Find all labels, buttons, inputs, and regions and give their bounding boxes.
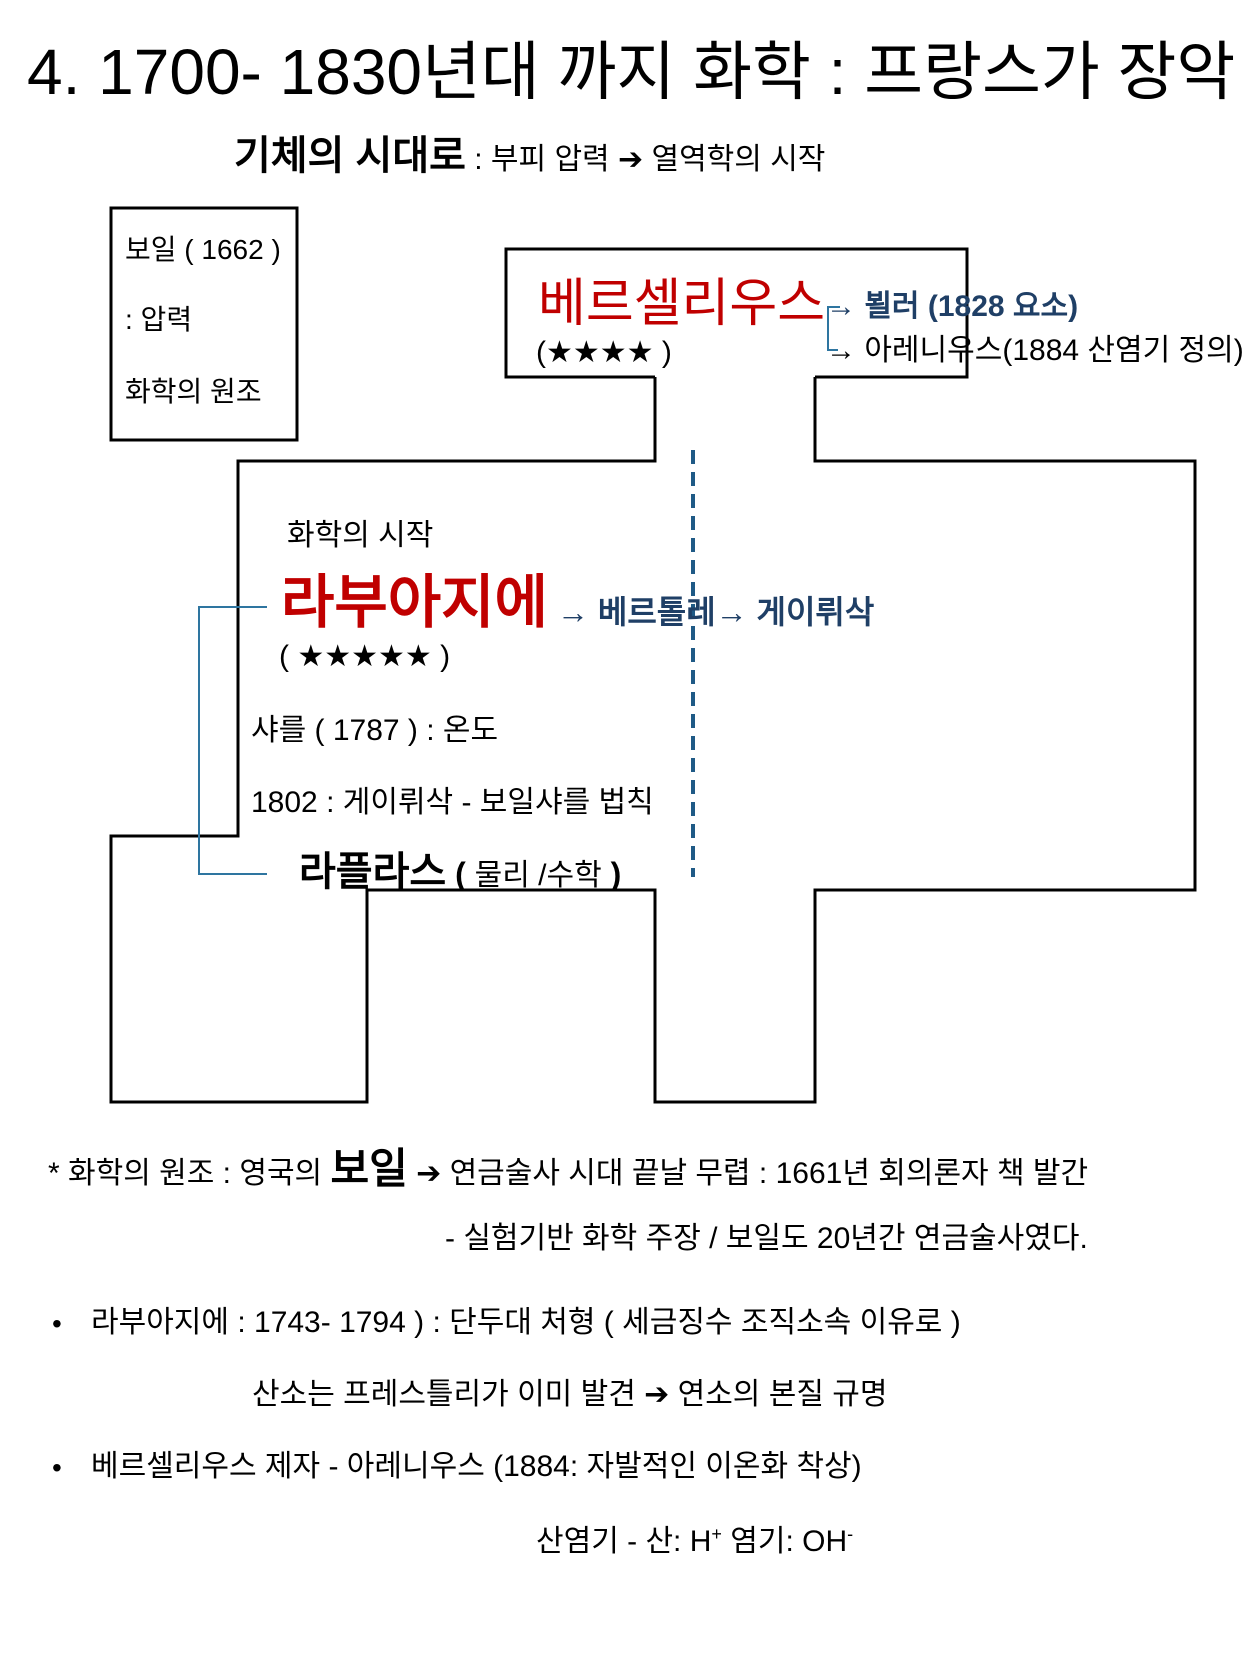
note-acid-base: 산염기 - 산: H+ 염기: OH- — [536, 1525, 853, 1557]
note-boyle-pre: * 화학의 원조 : 영국의 — [48, 1157, 331, 1190]
note-boyle-post: ➔ 연금술사 시대 끝날 무렵 : 1661년 회의론자 책 발간 — [407, 1157, 1089, 1190]
gaylussac-line: 1802 : 게이뤼삭 - 보일샤를 법칙 — [251, 786, 654, 819]
bullet: • — [52, 1452, 62, 1483]
laplace-note: 물리 /수학 — [474, 859, 602, 892]
note-boyle-line2: - 실험기반 화학 주장 / 보일도 20년간 연금술사였다. — [445, 1222, 1088, 1255]
subtitle-bold: 기체의 시대로 — [234, 134, 466, 178]
charles-line: 샤를 ( 1787 ) : 온도 — [251, 714, 499, 747]
page-title: 4. 1700- 1830년대 까지 화학 : 프랑스가 장악 — [27, 36, 1236, 108]
note-boyle: * 화학의 원조 : 영국의 보일 ➔ 연금술사 시대 끝날 무렵 : 1661… — [48, 1148, 1088, 1190]
boyle-line2: : 압력 — [125, 304, 193, 335]
subtitle: 기체의 시대로 : 부피 압력 ➔ 열역학의 시작 — [234, 136, 825, 176]
subtitle-rest: : 부피 압력 ➔ 열역학의 시작 — [465, 143, 826, 176]
lavoisier-arrow: → 베르톨레→ 게이뤼삭 — [557, 594, 875, 630]
boyle-box — [109, 206, 299, 442]
paren-close: ) — [601, 856, 622, 892]
acid-text: 산염기 - 산: H — [536, 1525, 712, 1558]
chemistry-start: 화학의 시작 — [287, 519, 434, 552]
boyle-line1: 보일 ( 1662 ) — [125, 234, 281, 265]
note-lavoisier: 라부아지에 : 1743- 1794 ) : 단두대 처형 ( 세금징수 조직소… — [91, 1306, 961, 1339]
berzelius-bracket — [827, 306, 840, 351]
base-text: 염기: OH — [721, 1525, 848, 1558]
berzelius-arrow-wohler: → 뵐러 (1828 요소) — [826, 290, 1079, 323]
berzelius-name: 베르셀리우스 — [538, 275, 826, 333]
lavoisier-stars: ( ★★★★★ ) — [279, 640, 451, 673]
berzelius-stars: (★★★★ ) — [536, 336, 672, 369]
boyle-line3: 화학의 원조 — [125, 376, 262, 407]
berzelius-arrow-arrhenius: → 아레니우스(1884 산염기 정의) — [826, 334, 1244, 367]
bracket-line — [198, 606, 267, 875]
lavoisier-name: 라부아지에 — [281, 570, 548, 635]
note-berzelius: 베르셀리우스 제자 - 아레니우스 (1884: 자발적인 이온화 착상) — [91, 1450, 862, 1483]
bullet: • — [52, 1308, 62, 1339]
berzelius-box — [504, 247, 969, 379]
note-boyle-bold: 보일 — [330, 1145, 408, 1192]
base-sup: - — [847, 1524, 854, 1544]
note-lavoisier-line2: 산소는 프레스틀리가 이미 발견 ➔ 연소의 본질 규명 — [252, 1378, 888, 1411]
paren-open: ( — [446, 856, 475, 892]
acid-sup: + — [711, 1524, 722, 1544]
laplace-name: 라플라스 — [299, 850, 447, 894]
cross-outline — [109, 377, 1197, 1104]
laplace-line: 라플라스 ( 물리 /수학 ) — [299, 852, 621, 892]
